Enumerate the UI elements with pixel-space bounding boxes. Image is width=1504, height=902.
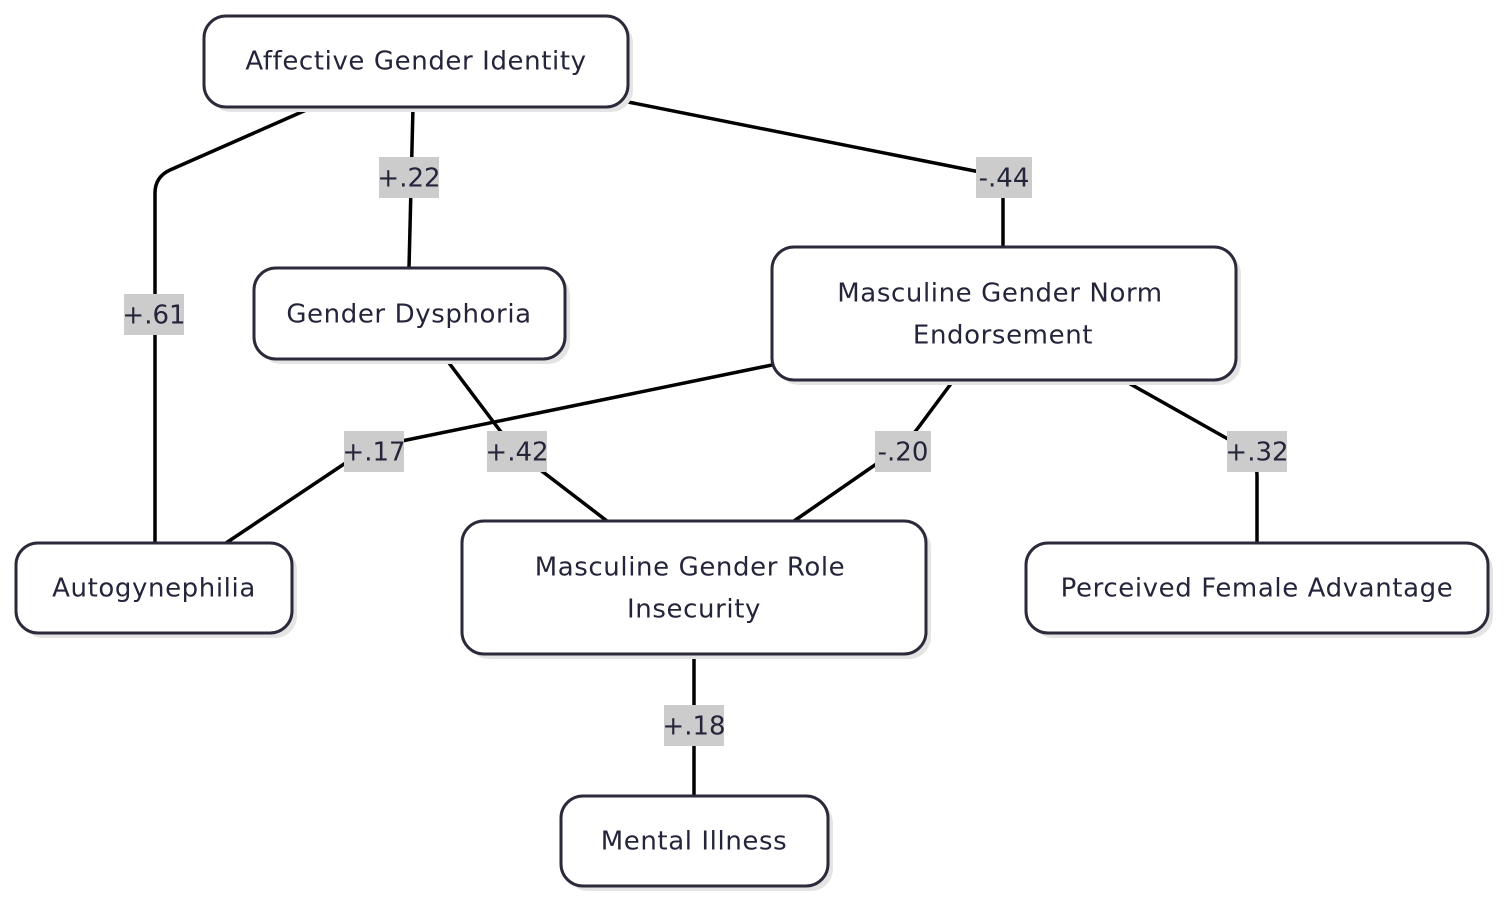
edge-labels: +.61 +.22 -.44 +.17 +.42 -.20 +.32 +.18 <box>122 157 1289 746</box>
node-mental-illness: Mental Illness <box>559 794 833 891</box>
node-label-line-1: Masculine Gender Norm <box>837 279 1162 309</box>
node-label: Mental Illness <box>601 827 788 857</box>
node-affective-gender-identity: Affective Gender Identity <box>202 14 633 112</box>
edge-label-affective-mgne: -.44 <box>976 157 1032 198</box>
node-label-line-2: Endorsement <box>913 321 1093 351</box>
node-label-line-2: Insecurity <box>627 595 761 625</box>
edge-label-text: +.18 <box>662 712 725 742</box>
node-autogynephilia: Autogynephilia <box>14 541 297 638</box>
edge-label-affective-dysphoria: +.22 <box>377 157 441 198</box>
edge-label-text: +.42 <box>485 438 548 468</box>
node-label: Affective Gender Identity <box>245 47 586 77</box>
edges <box>153 100 1259 796</box>
node-gender-dysphoria: Gender Dysphoria <box>252 266 570 364</box>
edge-label-text: -.44 <box>979 164 1030 194</box>
edge-label-text: +.22 <box>377 164 440 194</box>
edge-label-mgne-mgri: -.20 <box>875 431 931 472</box>
edge-affective-autogynephilia <box>153 105 314 543</box>
node-label: Gender Dysphoria <box>286 300 531 330</box>
edge-label-text: +.17 <box>342 438 405 468</box>
node-masculine-gender-norm-endorsement: Masculine Gender Norm Endorsement <box>770 245 1241 385</box>
node-label-line-1: Masculine Gender Role <box>535 553 846 583</box>
node-perceived-female-advantage: Perceived Female Advantage <box>1024 541 1493 638</box>
edge-label-mgri-mental: +.18 <box>662 705 726 746</box>
edge-label-mgne-autogynephilia: +.17 <box>342 431 406 472</box>
edge-affective-mgne <box>627 100 1005 247</box>
edge-label-text: +.61 <box>122 301 185 331</box>
edge-label-affective-autogynephilia: +.61 <box>122 294 186 335</box>
edge-label-text: -.20 <box>878 438 929 468</box>
edge-label-dysphoria-mgri: +.42 <box>485 431 549 472</box>
nodes: Affective Gender Identity Gender Dysphor… <box>14 14 1493 891</box>
edge-label-text: +.32 <box>1225 438 1288 468</box>
node-label: Perceived Female Advantage <box>1061 574 1454 604</box>
node-label: Autogynephilia <box>52 574 256 604</box>
edge-label-mgne-pfa: +.32 <box>1225 431 1289 472</box>
node-masculine-gender-role-insecurity: Masculine Gender Role Insecurity <box>460 519 931 659</box>
